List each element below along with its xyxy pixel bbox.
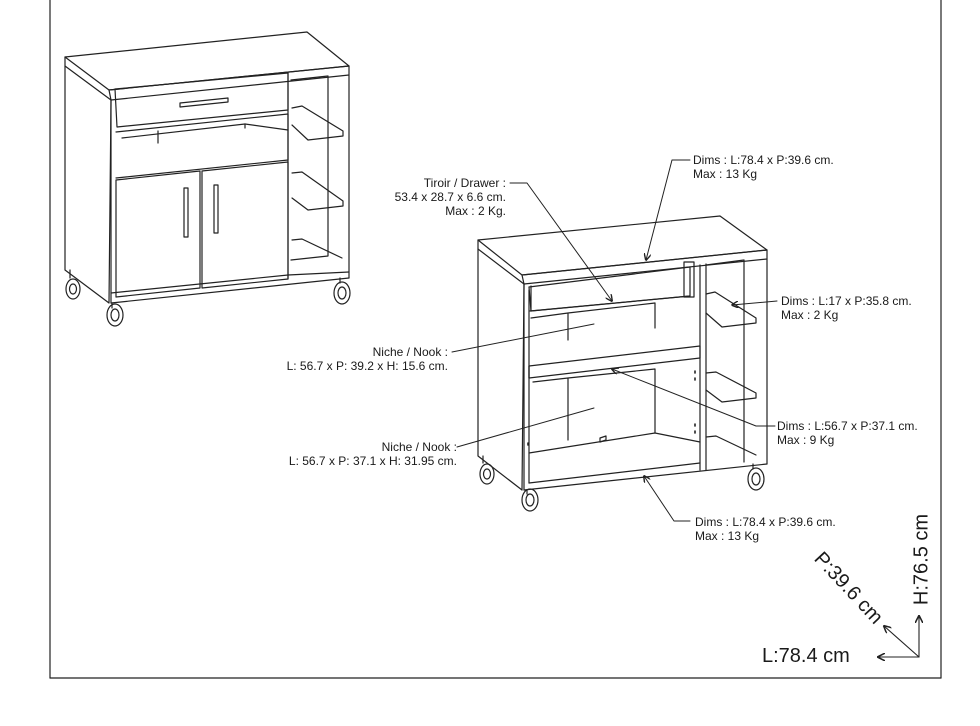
caster-back-left	[480, 456, 494, 484]
callout-bottom-max: Max : 13 Kg	[695, 529, 760, 543]
callout-drawer-dims: 53.4 x 28.7 x 6.6 cm.	[394, 190, 506, 204]
callout-niche-lower: Niche / Nook : L: 56.7 x P: 37.1 x H: 31…	[289, 440, 457, 468]
callout-middle-shelf-max: Max : 9 Kg	[777, 433, 835, 447]
caster-front-left	[107, 303, 123, 326]
leader-side-shelf	[732, 301, 777, 305]
callout-side-shelf-dims: Dims : L:17 x P:35.8 cm.	[781, 294, 912, 308]
overall-length-label: L:78.4 cm	[762, 645, 850, 667]
leader-drawer	[510, 183, 612, 301]
shelf-pin-holes	[528, 371, 695, 445]
callout-bottom: Dims : L:78.4 x P:39.6 cm. Max : 13 Kg	[695, 515, 836, 543]
leader-niche-lower	[457, 408, 594, 447]
leader-middle-shelf	[612, 369, 775, 426]
frame-border	[50, 0, 941, 678]
callout-top: Dims : L:78.4 x P:39.6 cm. Max : 13 Kg	[693, 153, 834, 181]
overall-height-label: H:76.5 cm	[910, 513, 933, 606]
callout-middle-shelf-dims: Dims : L:56.7 x P:37.1 cm.	[777, 419, 918, 433]
callout-middle-shelf: Dims : L:56.7 x P:37.1 cm. Max : 9 Kg	[777, 419, 918, 447]
callout-top-max: Max : 13 Kg	[693, 167, 758, 181]
cabinet-closed-view	[65, 32, 350, 326]
callout-niche-upper-dims: L: 56.7 x P: 39.2 x H: 15.6 cm.	[286, 359, 448, 373]
leader-top	[646, 160, 690, 260]
callout-drawer-max: Max : 2 Kg.	[445, 204, 506, 218]
leader-niche-upper	[452, 324, 594, 352]
callout-niche-lower-title: Niche / Nook :	[381, 440, 457, 454]
leader-bottom	[644, 476, 690, 521]
depth-arrow	[884, 626, 919, 657]
callout-side-shelf: Dims : L:17 x P:35.8 cm. Max : 2 Kg	[781, 294, 912, 322]
callout-bottom-dims: Dims : L:78.4 x P:39.6 cm.	[695, 515, 836, 529]
caster-back-left	[66, 270, 80, 299]
callout-top-dims: Dims : L:78.4 x P:39.6 cm.	[693, 153, 834, 167]
callout-niche-upper: Niche / Nook : L: 56.7 x P: 39.2 x H: 15…	[287, 345, 448, 373]
caster-front-right	[334, 278, 350, 304]
callout-side-shelf-max: Max : 2 Kg	[781, 308, 839, 322]
callout-niche-upper-title: Niche / Nook :	[372, 345, 448, 359]
leader-lines	[452, 160, 777, 521]
caster-front-right	[748, 464, 764, 490]
callout-niche-lower-dims: L: 56.7 x P: 37.1 x H: 31.95 cm.	[288, 454, 457, 468]
callout-drawer-title: Tiroir / Drawer :	[423, 176, 506, 190]
callout-drawer: Tiroir / Drawer : 53.4 x 28.7 x 6.6 cm. …	[395, 176, 506, 218]
caster-front-left	[522, 489, 538, 511]
dimension-arrows	[878, 616, 919, 657]
cabinet-open-view	[478, 216, 767, 511]
